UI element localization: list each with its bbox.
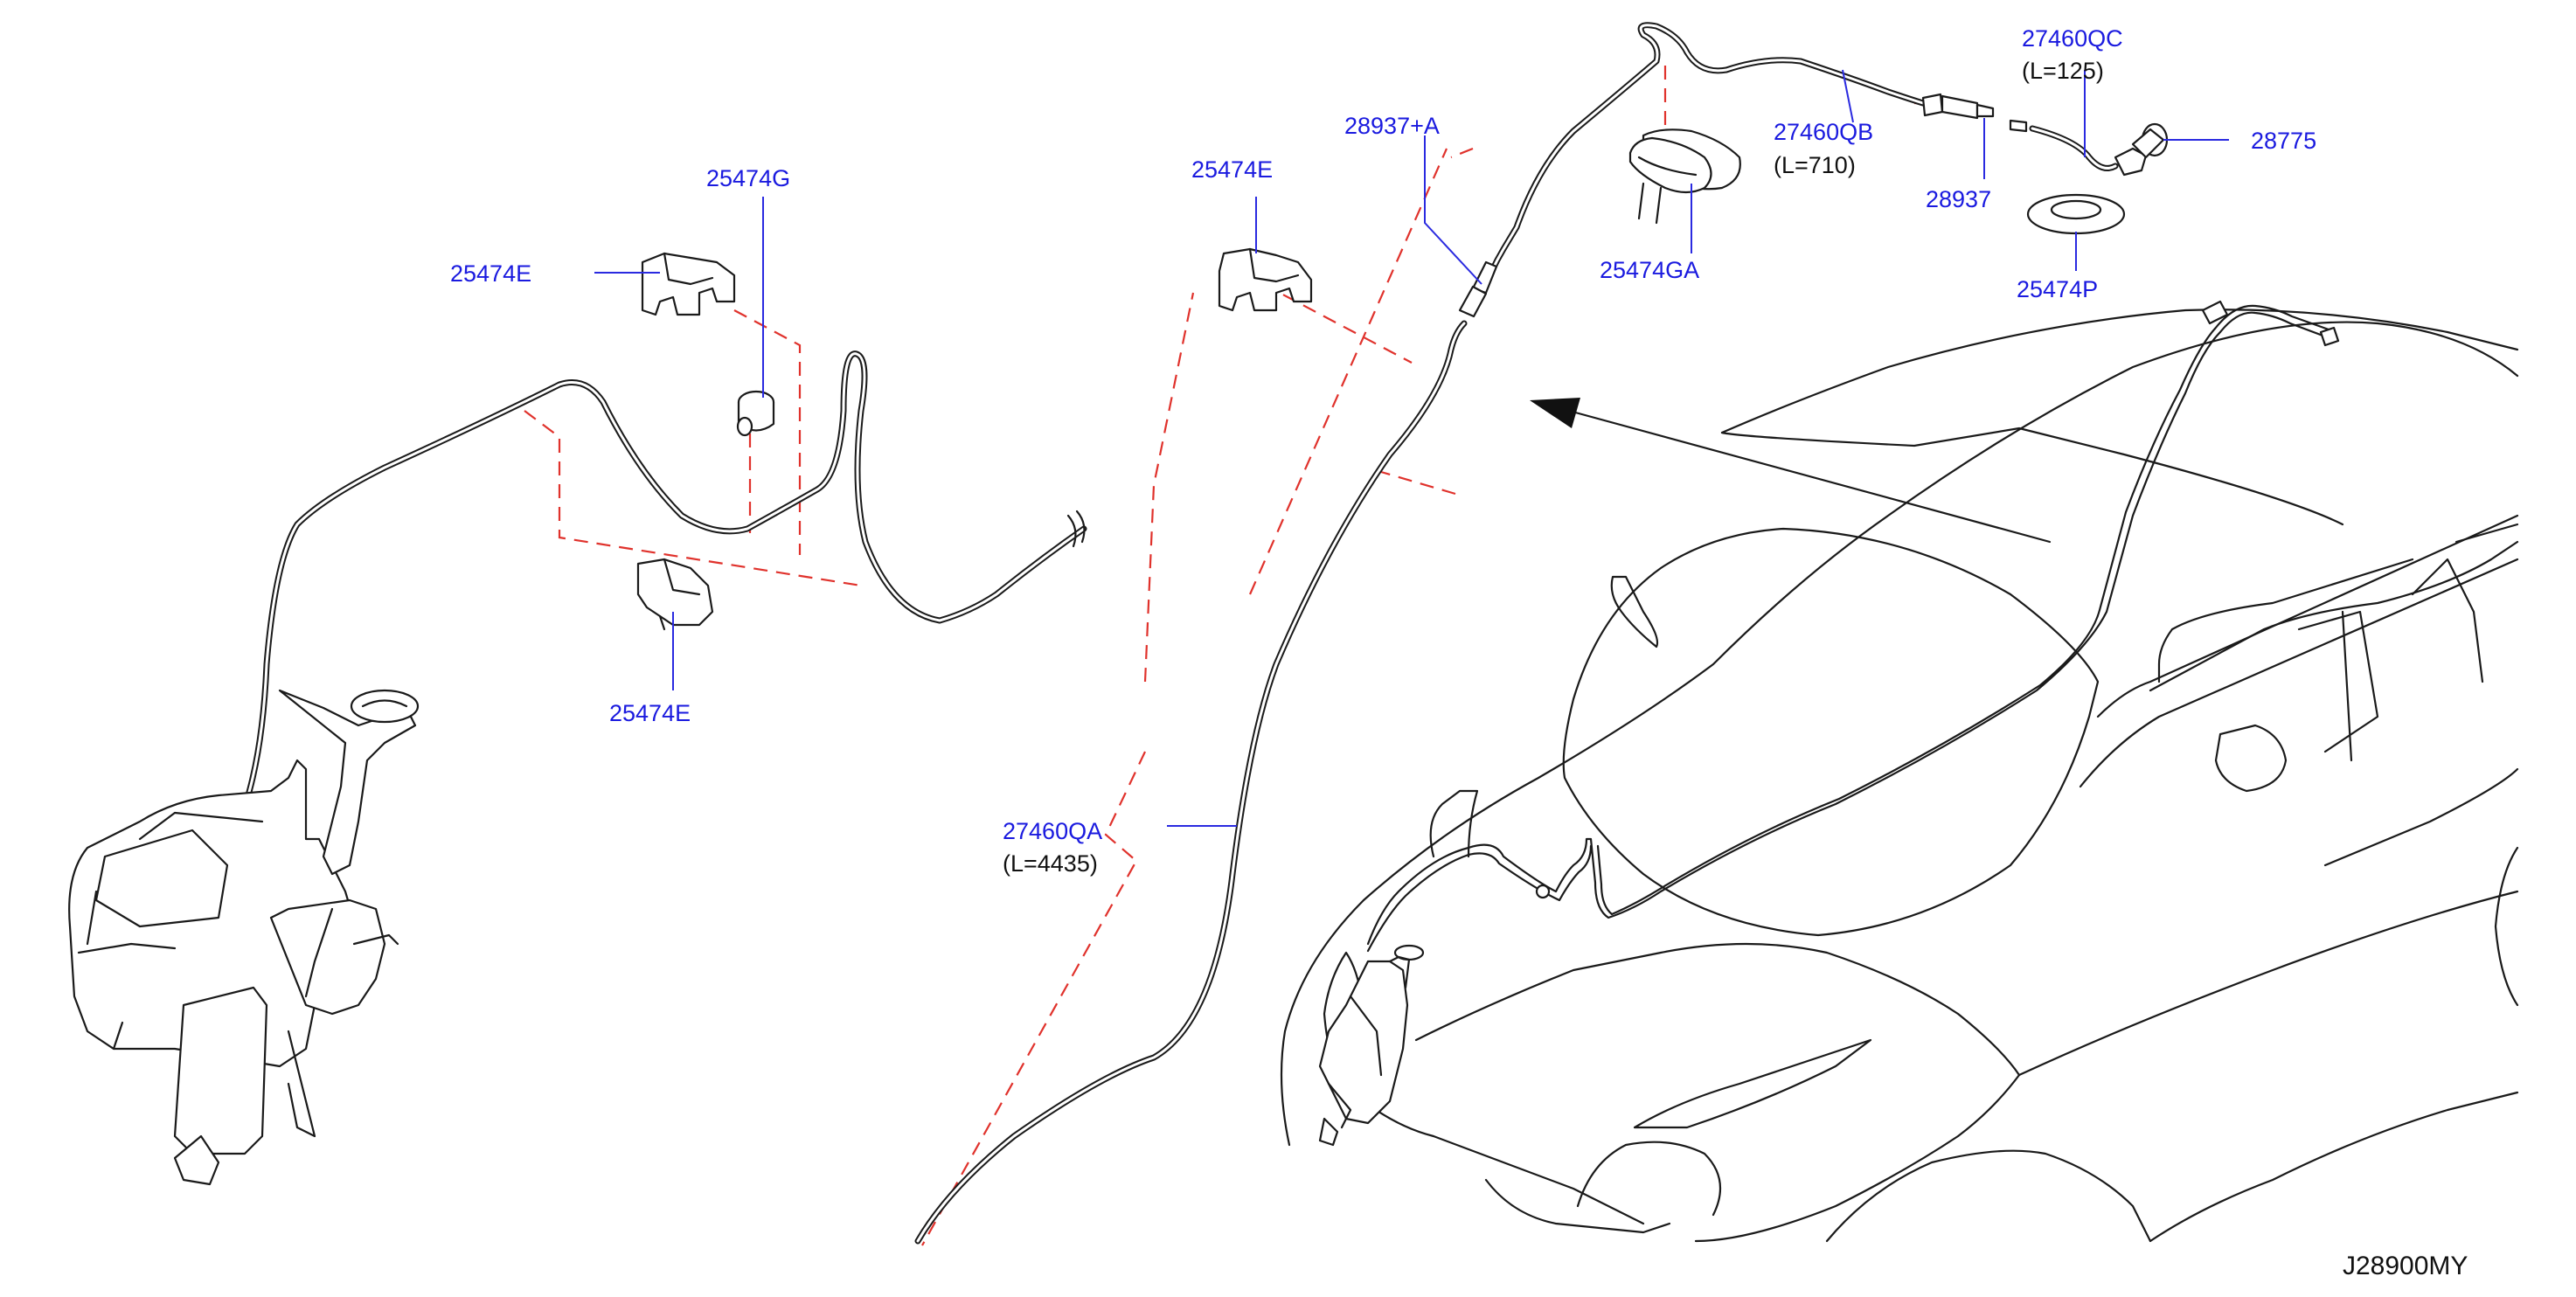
hose-left-run (193, 350, 1087, 1157)
dashed-guides (524, 66, 1954, 1246)
label-27460qc-length: (L=125) (2022, 58, 2104, 84)
grommet-25474p (2026, 193, 2126, 235)
nozzle-28775 (2114, 122, 2169, 177)
label-27460qc: 27460QC (2022, 25, 2123, 52)
car-reservoir-mini (1318, 944, 1425, 1147)
diagram-code: J28900MY (2343, 1252, 2468, 1280)
hose-27460qa (914, 22, 2119, 1245)
label-28937a: 28937+A (1344, 113, 1440, 139)
clip-25474e-left-top (641, 252, 736, 316)
joint-28937 (1921, 93, 2028, 133)
label-27460qb-length: (L=710) (1774, 152, 1856, 178)
leader-lines (594, 69, 2229, 827)
hose-on-car (1366, 300, 2340, 953)
label-27460qa-length: (L=4435) (1003, 850, 1098, 877)
joint-28937a (1458, 260, 1498, 318)
grommet-25474g (736, 390, 775, 437)
clip-25474e-left-bottom (636, 558, 714, 631)
label-25474e-center: 25474E (1191, 156, 1273, 183)
label-25474g: 25474G (706, 165, 790, 191)
clip-25474e-center (1218, 247, 1313, 312)
label-27460qa: 27460QA (1003, 818, 1102, 844)
label-28937: 28937 (1926, 186, 1991, 212)
washer-reservoir (68, 689, 420, 1186)
part-labels: 25474E 25474G 25474E 25474E 28937+A 2746… (450, 25, 2468, 1280)
direction-arrow (1530, 398, 2052, 544)
label-27460qb: 27460QB (1774, 119, 1873, 145)
car-outline (1280, 309, 2519, 1243)
label-25474ga: 25474GA (1600, 257, 1699, 283)
label-25474p: 25474P (2017, 276, 2098, 302)
label-28775: 28775 (2251, 128, 2316, 154)
grommet-25474ga (1628, 128, 1741, 225)
label-25474e-left-top: 25474E (450, 260, 531, 287)
label-25474e-left-bottom: 25474E (609, 700, 691, 726)
